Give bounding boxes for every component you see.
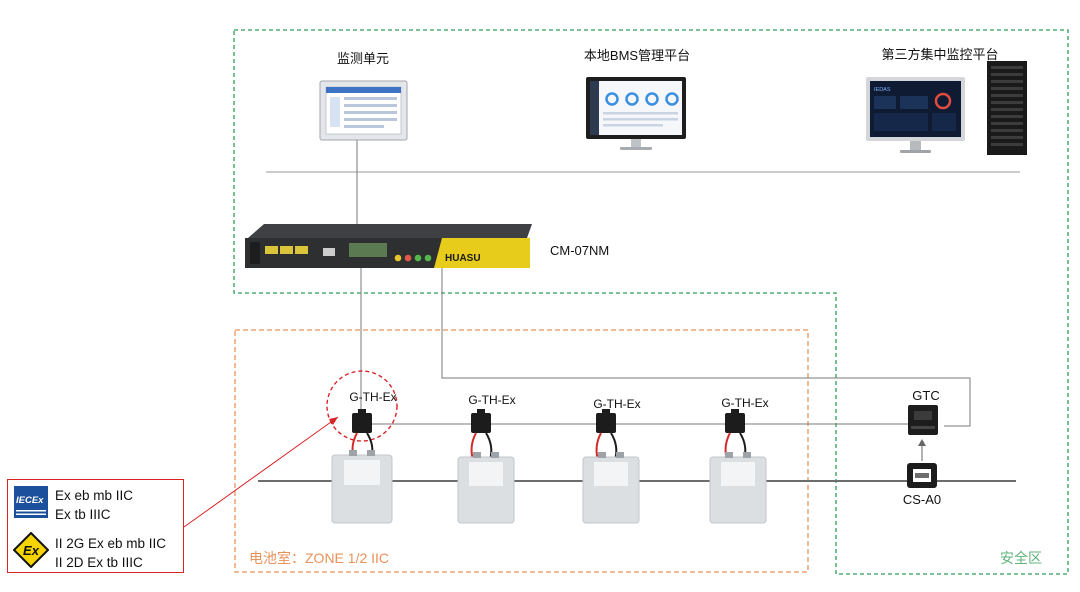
cs-to-gtc-arrow [918, 439, 926, 446]
safe-zone-boundary [233, 29, 1069, 575]
sensor-label-4: G-TH-Ex [721, 396, 769, 410]
monitor-unit-label: 监测单元 [336, 51, 390, 66]
cm-brand-text: HUASU [445, 253, 481, 264]
cert-pointer-line [183, 416, 339, 528]
battery-3 [582, 452, 640, 524]
third-party-monitor: IEDAS [866, 77, 965, 153]
local-bms-monitor [586, 77, 686, 150]
battery-room-boundary [234, 329, 809, 573]
sensor-label-1: G-TH-Ex [349, 390, 397, 404]
server-rack [987, 61, 1027, 155]
certification-box: IECEx Ex eb mb IIC Ex tb IIIC Ex II 2G E… [7, 479, 184, 573]
cs-a0-label: CS-A0 [902, 492, 942, 507]
dashboard-brand-text: IEDAS [874, 87, 891, 93]
iecex-logo-text: IECEx [16, 495, 44, 506]
cm-to-gtc-line [441, 268, 971, 427]
battery-2 [457, 452, 515, 524]
sensor-highlight-ring [326, 370, 398, 442]
cert-line-4: II 2D Ex tb IIIC [55, 555, 143, 570]
gtc-label: GTC [912, 388, 940, 403]
cert-line-1: Ex eb mb IIC [55, 488, 134, 503]
cert-pointer-arrow [329, 417, 338, 425]
local-bms-label: 本地BMS管理平台 [583, 48, 691, 63]
cert-line-2: Ex tb IIIC [55, 507, 111, 522]
cm-07nm-device: HUASU [245, 224, 532, 268]
battery-4 [709, 452, 767, 524]
battery-1 [331, 450, 393, 524]
cs-a0-device [907, 463, 937, 488]
sensor-label-2: G-TH-Ex [468, 393, 516, 407]
iecex-logo: IECEx [14, 486, 48, 518]
third-party-platform-label: 第三方集中监控平台 [881, 47, 999, 62]
atex-ex-logo: Ex [13, 532, 49, 568]
cm-07nm-label: CM-07NM [550, 243, 610, 258]
cert-line-3: II 2G Ex eb mb IIC [55, 536, 167, 551]
atex-logo-text: Ex [23, 543, 40, 558]
safe-zone-label: 安全区 [1000, 550, 1042, 566]
sensor-label-3: G-TH-Ex [593, 397, 641, 411]
monitor-unit-device [319, 80, 408, 141]
battery-room-label: 电池室：ZONE 1/2 IIC [249, 550, 390, 566]
gtc-device [908, 405, 938, 435]
